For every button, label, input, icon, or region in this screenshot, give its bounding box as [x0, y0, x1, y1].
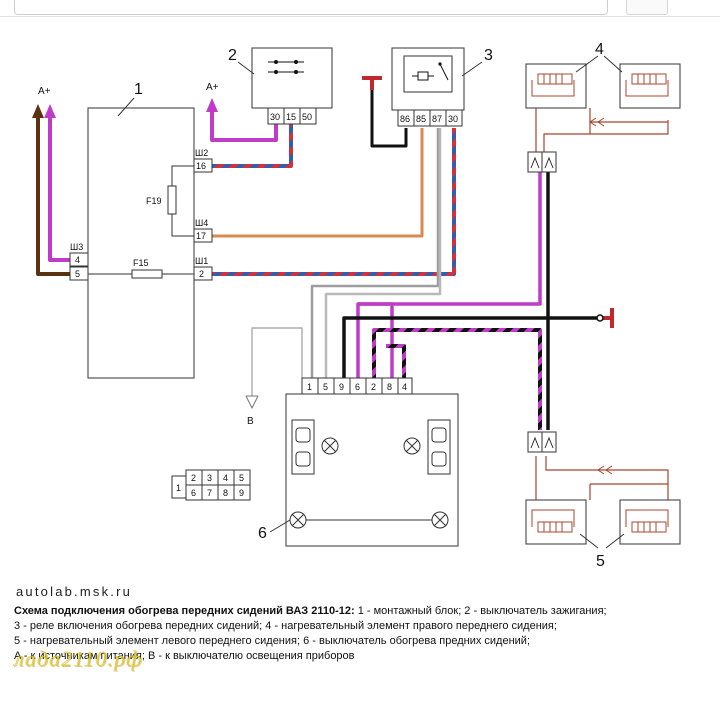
caption-line-3: 5 - нагревательный элемент левого передн…: [14, 635, 531, 647]
callout-3: 3: [484, 47, 493, 64]
connector-sh1: Ш1: [195, 256, 208, 266]
connector-sh4: Ш4: [195, 218, 208, 228]
site-url: autolab.msk.ru: [16, 584, 133, 599]
plug-1: 1: [176, 483, 181, 493]
switch-pin-8: 8: [387, 382, 392, 392]
pin-box-17: [193, 228, 213, 243]
ignition-switch: 30 15 50: [251, 47, 333, 125]
arrow-down-b: [245, 395, 259, 409]
label-a-plus-left: A+: [38, 86, 51, 97]
heater-relay: 86 85 87 30: [391, 47, 465, 127]
ground-symbol-top: [362, 76, 382, 90]
watermark: лада2110.рф: [14, 646, 143, 671]
fuse-f19-body: [167, 185, 177, 215]
switch-pin-4: 4: [402, 382, 407, 392]
magenta-wire-switch-2: [358, 302, 394, 378]
pin-5: 5: [75, 269, 80, 279]
plug-pinout: 1 2 3 4 5 6 7 8 9: [171, 469, 251, 501]
plug-6: 6: [191, 488, 196, 498]
relay-pin-86: 86: [400, 114, 410, 124]
pin-4: 4: [75, 255, 80, 265]
ignition-pin-30: 30: [270, 112, 280, 122]
magenta-wire-ignition: [210, 112, 278, 142]
switch-pin-9: 9: [339, 382, 344, 392]
callout-4-leader-a: [575, 55, 599, 73]
wiring-diagram: F15 F19 4 5 16 17 2 Ш3 Ш2 Ш4 Ш1 30 15 50: [32, 41, 681, 570]
callout-6: 6: [258, 525, 267, 542]
plug-9: 9: [239, 488, 244, 498]
label-a-plus-right: A+: [206, 82, 219, 93]
address-bar[interactable]: [14, 0, 608, 15]
connector-sh2: Ш2: [195, 148, 208, 158]
plug-2: 2: [191, 473, 196, 483]
lamp-wire: [251, 327, 303, 396]
label-f19: F19: [146, 196, 162, 206]
magenta-wire-a: [48, 118, 70, 262]
pin-box-2: [193, 266, 213, 281]
callout-2: 2: [228, 47, 237, 64]
fuse-f15-body: [131, 269, 163, 279]
arrow-up-brown: [32, 104, 44, 118]
orange-wire: [210, 128, 424, 238]
callout-5-leader-a: [579, 533, 599, 549]
black-ground-bus: [342, 172, 600, 430]
striped-wire-2: [386, 344, 406, 378]
arrow-up-magenta-right: [206, 98, 218, 112]
caption-line-4: A - к источникам питания; B - к выключат…: [14, 650, 355, 662]
diagram-caption: Схема подключения обогрева передних сиде…: [14, 604, 714, 664]
striped-wire: [372, 328, 542, 430]
connector-upper: [527, 151, 557, 173]
callout-5-leader-b: [605, 533, 625, 549]
plug-4: 4: [223, 473, 228, 483]
connector-lower: [527, 431, 557, 453]
pin-17: 17: [196, 231, 206, 241]
browser-top-strip: [0, 0, 720, 17]
ignition-pin-15: 15: [286, 112, 296, 122]
relay-pin-85: 85: [416, 114, 426, 124]
switch-pin-5: 5: [323, 382, 328, 392]
toolbar-button[interactable]: [626, 0, 668, 15]
callout-4: 4: [595, 41, 604, 58]
connector-sh3: Ш3: [70, 242, 83, 252]
pin-16: 16: [196, 161, 206, 171]
switch-pin-1: 1: [307, 382, 312, 392]
plug-5: 5: [239, 473, 244, 483]
switch-pin-2: 2: [371, 382, 376, 392]
arrow-up-magenta-left: [44, 104, 56, 118]
grey-wire: [310, 128, 440, 378]
ignition-to-block-wire: [210, 124, 293, 168]
right-seat-heater: [525, 55, 681, 127]
callout-4-leader-b: [603, 55, 623, 73]
caption-line-1: 1 - монтажный блок; 2 - выключатель зажи…: [354, 605, 607, 617]
brown-wire: [36, 118, 70, 276]
relay-to-block2-wire: [210, 128, 456, 276]
callout-5: 5: [596, 553, 605, 570]
plug-3: 3: [207, 473, 212, 483]
pin-2: 2: [199, 269, 204, 279]
caption-line-2: 3 - реле включения обогрева передних сид…: [14, 620, 557, 632]
ignition-pin-50: 50: [302, 112, 312, 122]
lamp-icon: [289, 437, 449, 529]
relay-pin-87: 87: [432, 114, 442, 124]
left-seat-heater: [525, 465, 681, 549]
pin-box-5: [69, 266, 89, 281]
callout-1: 1: [134, 81, 143, 98]
grey-wire-2: [324, 128, 442, 378]
relay-pin-30: 30: [448, 114, 458, 124]
switch-pin-6: 6: [355, 382, 360, 392]
label-f15: F15: [133, 258, 149, 268]
plug-7: 7: [207, 488, 212, 498]
magenta-wire-switch: [356, 172, 542, 378]
caption-title: Схема подключения обогрева передних сиде…: [14, 605, 355, 617]
pin-box-16: [193, 158, 213, 173]
seat-heater-switch: 1 5 9 6 2 8 4: [285, 377, 459, 547]
relay-ground-wire: [370, 90, 408, 148]
pin-box-4: [69, 252, 89, 267]
mounting-block: F15 F19 4 5 16 17 2 Ш3 Ш2 Ш4 Ш1: [69, 107, 213, 379]
plug-8: 8: [223, 488, 228, 498]
label-b: B: [247, 416, 254, 427]
